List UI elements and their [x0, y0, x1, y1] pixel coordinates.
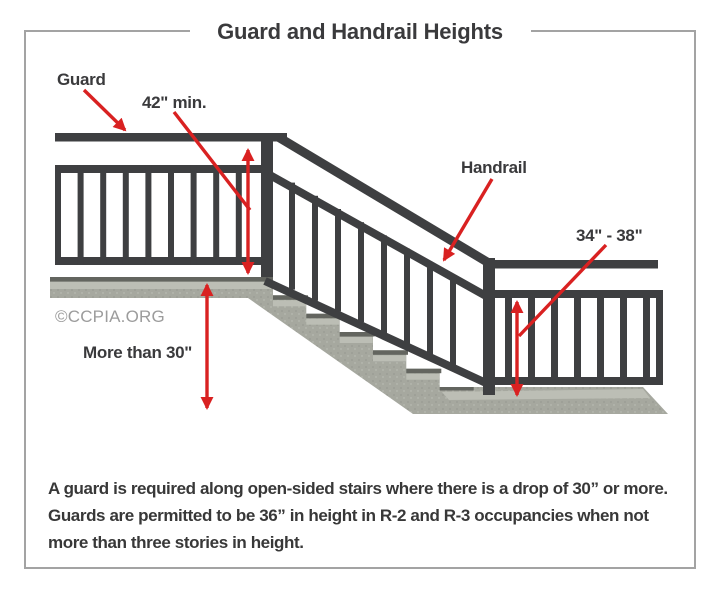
sloped-bottom-rail — [263, 277, 488, 387]
lower-guard-sub-rail — [483, 290, 663, 298]
watermark: ©CCPIA.ORG — [55, 307, 165, 326]
lower-guard — [483, 258, 663, 395]
guard-min-height-label: 42" min. — [142, 93, 206, 112]
frame-border — [24, 30, 696, 569]
caption-paragraph: A guard is required along open-sided sta… — [48, 475, 696, 556]
guard-height-leader-line — [172, 110, 252, 212]
lower-guard-bottom-rail — [483, 377, 663, 385]
handrail-label: Handrail — [461, 158, 527, 177]
lower-guard-top-rail — [487, 260, 658, 269]
annotations — [82, 88, 608, 410]
handrail-pointer-arrow — [442, 178, 494, 262]
guard-label: Guard — [57, 70, 106, 89]
upper-guard-bottom-rail — [55, 257, 270, 265]
caption-line-1: A guard is required along open-sided sta… — [48, 479, 668, 498]
stair-rail-balusters — [289, 182, 456, 366]
caption-line-3: more than three stories in height. — [48, 533, 304, 552]
upper-guard-top-rail — [55, 133, 287, 142]
upper-guard-corner-post — [261, 133, 273, 277]
lower-guard-corner-post — [483, 258, 495, 395]
railings — [55, 133, 663, 395]
guard-pointer-arrow — [82, 88, 127, 132]
handrail-height-leader-line — [517, 243, 608, 338]
sloped-handrail — [266, 170, 488, 300]
upper-guard — [55, 133, 287, 277]
caption-line-2: Guards are permitted to be 36” in height… — [48, 506, 649, 525]
upper-guard-balusters — [55, 165, 242, 265]
lower-guard-balusters — [505, 292, 663, 383]
drop-label: More than 30" — [83, 343, 192, 362]
upper-guard-sub-rail — [55, 165, 270, 173]
handrail-height-label: 34" - 38" — [576, 226, 642, 245]
sloped-guard-top-rail — [276, 133, 496, 270]
stairs-texture — [50, 277, 668, 414]
stair-rail — [263, 133, 496, 387]
page-title: Guard and Handrail Heights — [217, 19, 503, 44]
step-edges — [50, 277, 474, 391]
